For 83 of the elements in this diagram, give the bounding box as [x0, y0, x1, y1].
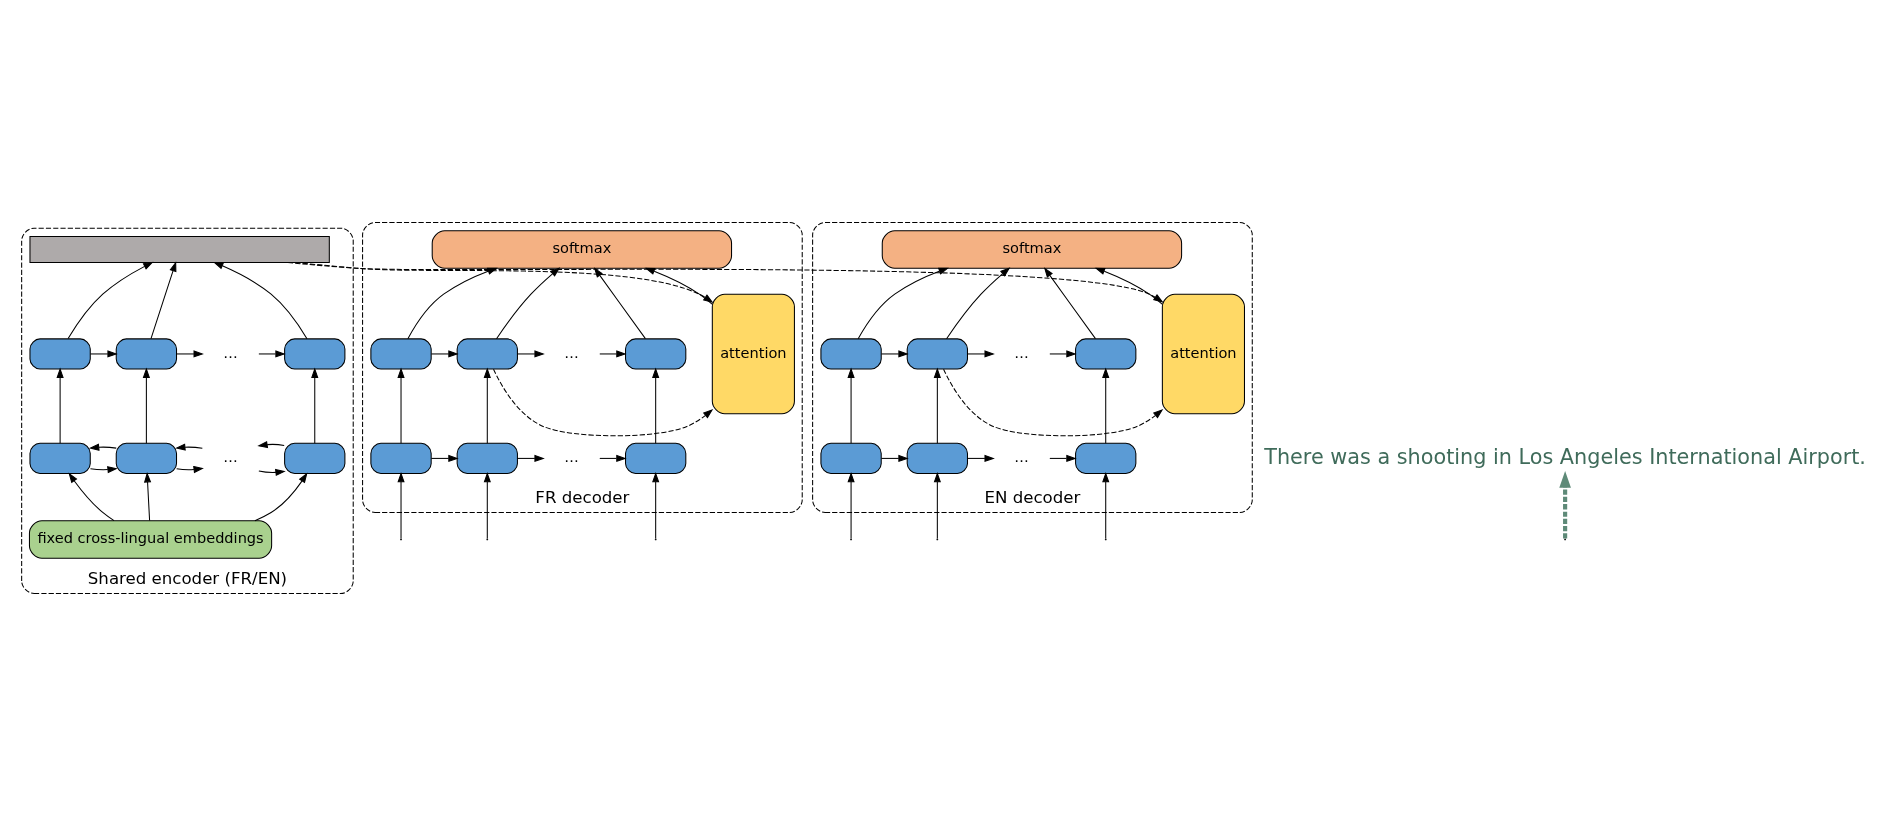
arrow	[89, 466, 118, 474]
arrow	[967, 350, 995, 358]
arrow	[652, 471, 660, 539]
arrow	[397, 471, 405, 539]
node-box	[284, 442, 346, 474]
arrow	[1049, 454, 1077, 463]
arrow	[483, 367, 491, 444]
arrow	[407, 267, 498, 340]
node-text: …	[1014, 343, 1029, 361]
node-box	[625, 338, 687, 370]
node-box	[1075, 338, 1137, 370]
arrow	[483, 471, 491, 539]
node-text: …	[223, 343, 238, 361]
node-box	[906, 442, 968, 474]
node-box	[29, 442, 91, 474]
arrow	[143, 472, 152, 522]
node-text: …	[1014, 448, 1029, 466]
arrow	[311, 367, 319, 444]
arrow	[142, 367, 151, 444]
arrow	[943, 368, 1164, 437]
arrow	[397, 367, 405, 444]
arrow	[880, 350, 909, 358]
arrow	[56, 367, 64, 444]
arrow	[652, 367, 660, 444]
arrow	[1094, 267, 1163, 305]
arrow	[430, 454, 459, 463]
arrow	[287, 262, 1164, 303]
node-box	[29, 338, 91, 370]
arrow	[493, 368, 714, 437]
node-text: …	[564, 448, 579, 466]
node-box	[115, 442, 178, 474]
arrow	[254, 472, 308, 522]
arrow	[933, 367, 941, 444]
node-box: softmax	[881, 230, 1183, 269]
arrow	[1102, 367, 1110, 444]
arrow	[857, 267, 949, 340]
arrow	[1559, 470, 1571, 539]
node-box	[370, 442, 432, 474]
arrow	[68, 472, 115, 522]
node-box	[625, 442, 687, 474]
arrow	[847, 367, 855, 444]
arrow	[599, 350, 627, 358]
node-text: There was a shooting in Los Angeles International Airport.	[1264, 444, 1866, 469]
arrow	[67, 261, 154, 340]
arrow	[258, 350, 286, 358]
node-box	[115, 338, 178, 370]
node-box	[820, 442, 882, 474]
arrow	[1049, 350, 1077, 358]
arrow	[257, 440, 285, 449]
node-box	[1075, 442, 1137, 474]
arrow	[880, 454, 909, 463]
node-box	[284, 338, 346, 370]
arrow	[517, 350, 545, 358]
arrow	[176, 465, 204, 474]
arrow	[430, 350, 459, 358]
node-box: softmax	[431, 230, 733, 269]
node-box: fixed cross-lingual embeddings	[28, 520, 273, 559]
arrow	[258, 468, 286, 477]
arrow	[1102, 471, 1110, 539]
arrow	[644, 267, 713, 305]
arrow	[176, 350, 204, 358]
node-box	[456, 338, 518, 370]
arrow	[933, 471, 941, 539]
arrow	[175, 443, 203, 451]
node-box	[906, 338, 968, 370]
node-box	[456, 442, 518, 474]
node-box: attention	[711, 293, 795, 415]
arrow	[593, 267, 646, 340]
node-text: …	[564, 343, 579, 361]
node-bar	[29, 236, 330, 263]
arrow	[496, 267, 561, 340]
arrow	[1043, 267, 1096, 340]
node-box	[370, 338, 432, 370]
arrow	[946, 267, 1011, 340]
arrow	[847, 471, 855, 539]
arrow	[213, 261, 308, 340]
arrow	[88, 443, 117, 451]
arrow	[150, 261, 177, 340]
node-text: …	[223, 448, 238, 466]
node-box	[820, 338, 882, 370]
arrow	[89, 350, 118, 358]
node-box: attention	[1161, 293, 1245, 415]
arrow	[599, 454, 627, 463]
